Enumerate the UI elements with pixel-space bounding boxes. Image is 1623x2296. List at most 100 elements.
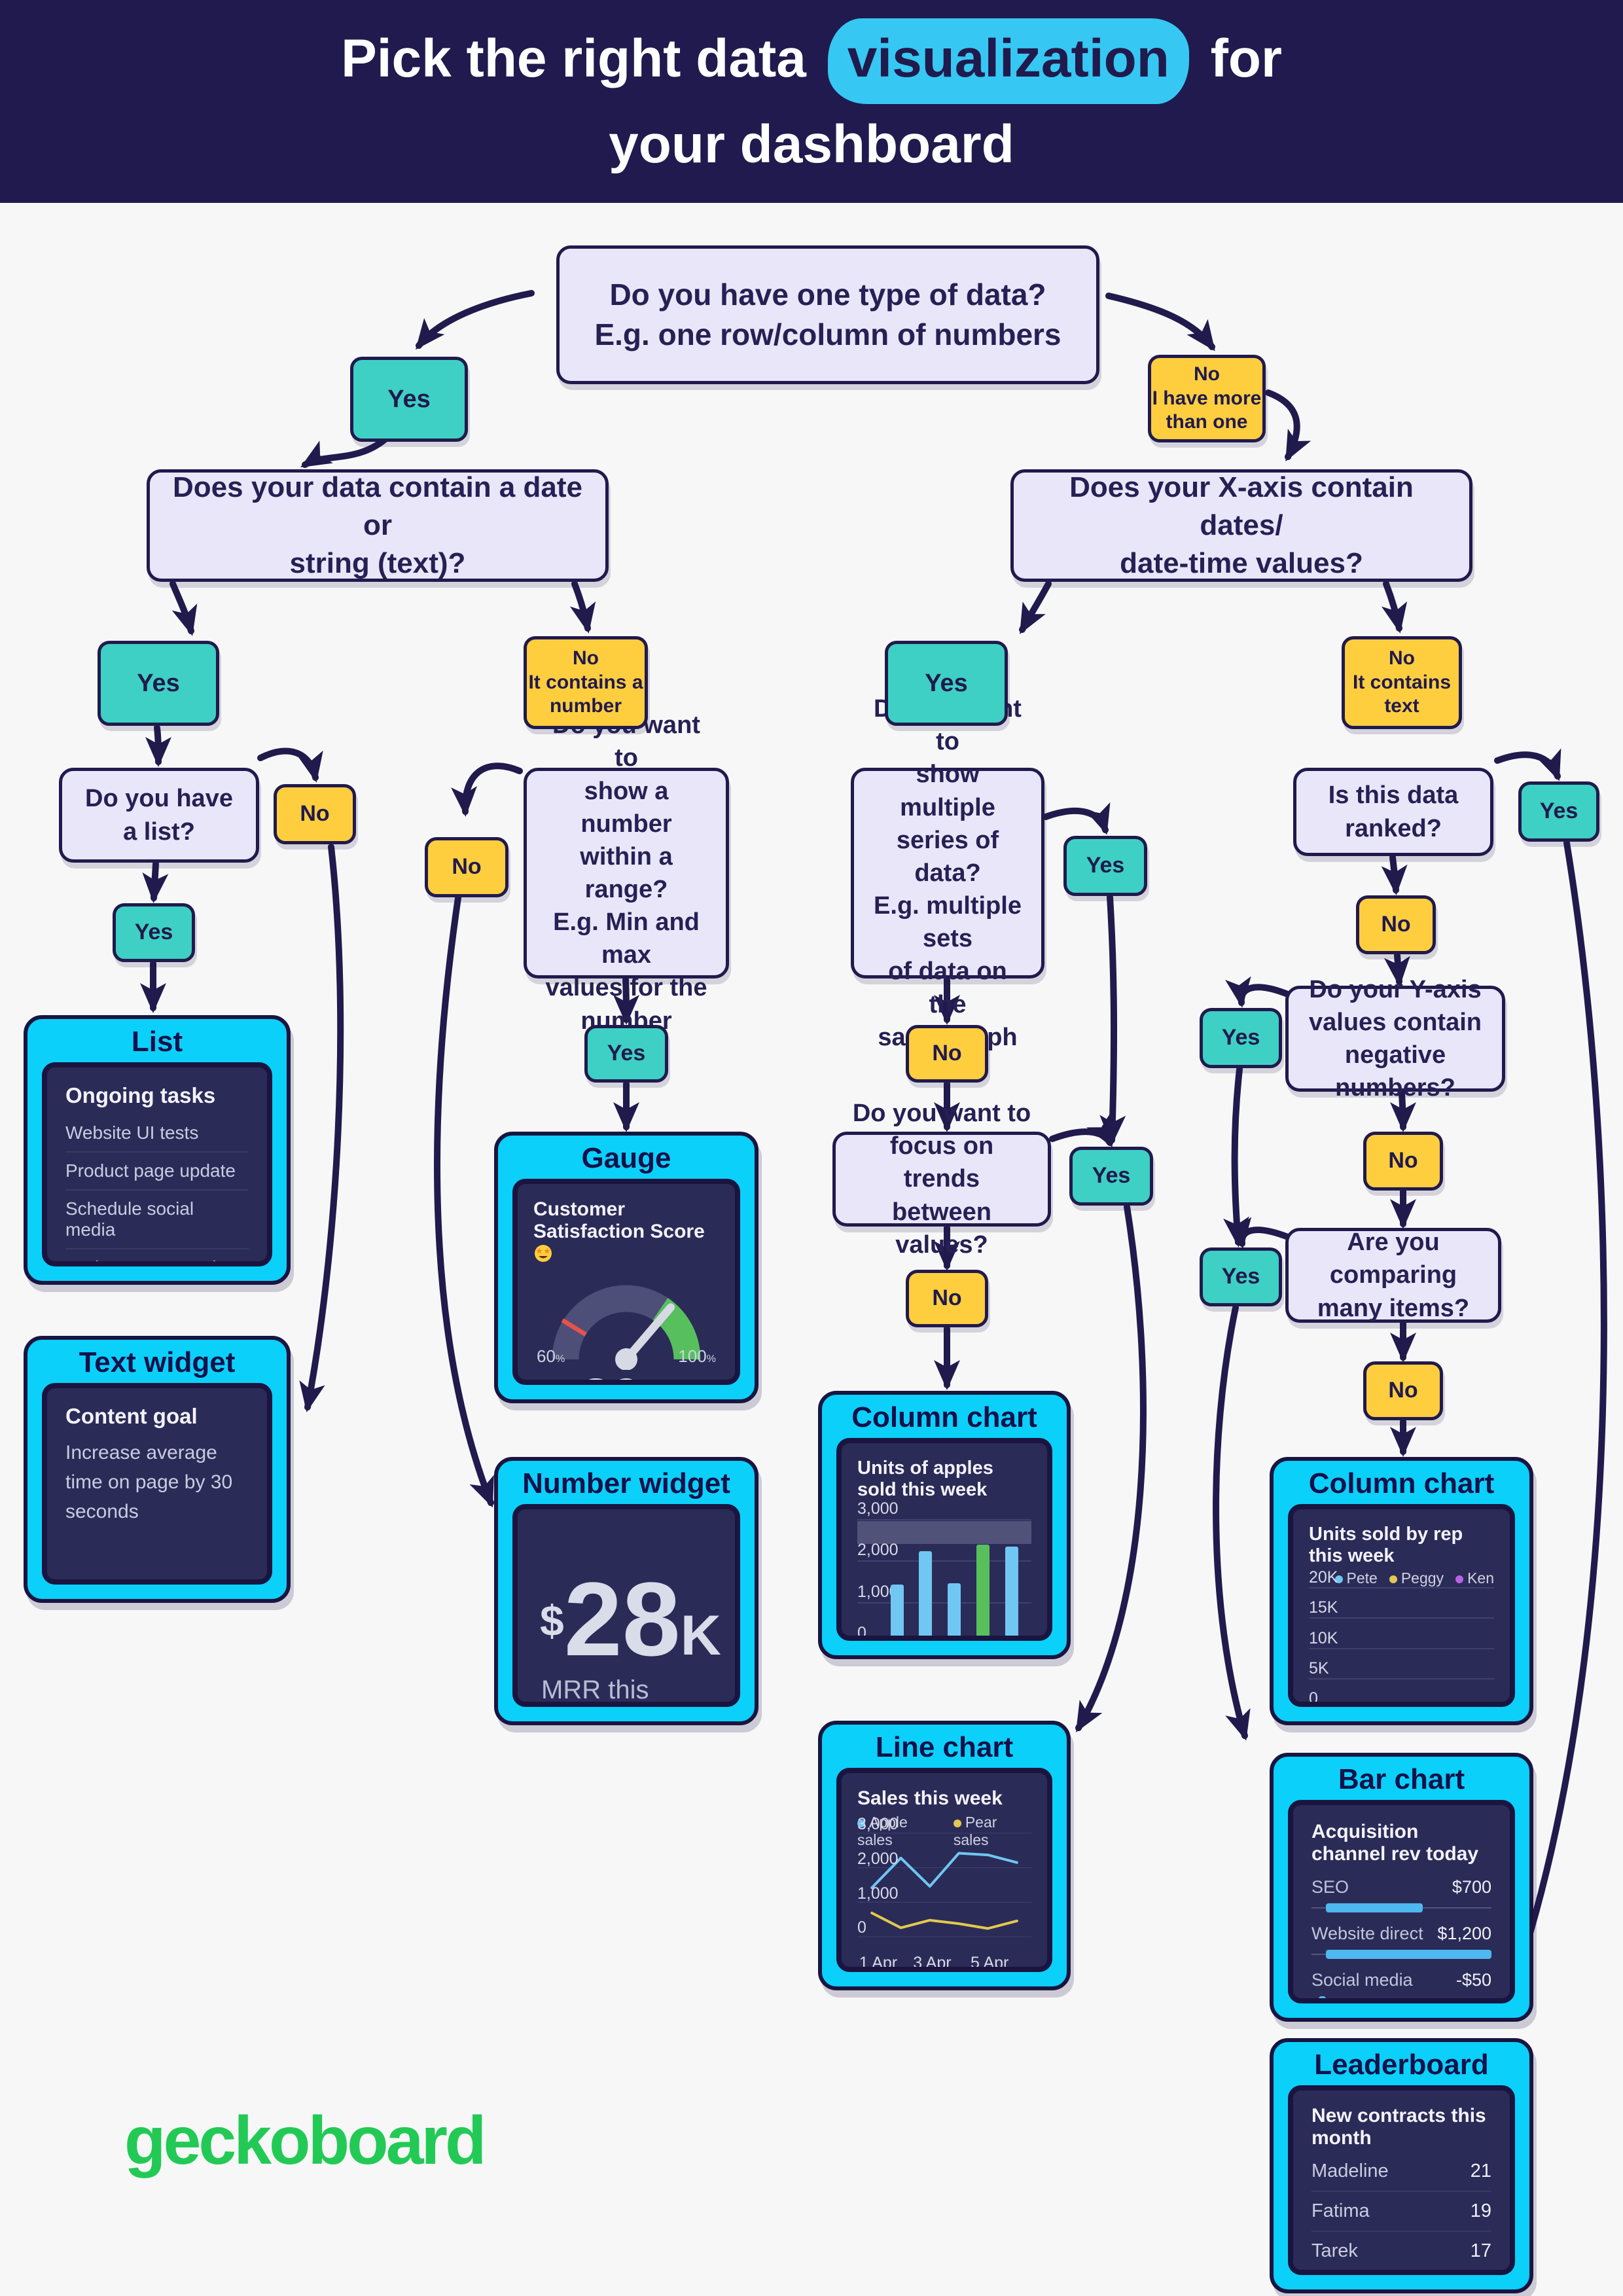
arrow-qdate-to-yes [169, 581, 198, 636]
y-tick-label: 3,000 [857, 1815, 899, 1833]
title-part-2: for [1210, 29, 1282, 88]
widget-column2-card: Units sold by rep this week Pete Peggy K… [1288, 1504, 1515, 1707]
leaderboard-value: 19 [1470, 2200, 1491, 2221]
arrow-qnegative-to-no [1389, 1090, 1416, 1132]
gauge-needle [622, 1303, 675, 1364]
leaderboard-name: Fatima [1311, 2200, 1370, 2221]
line-chart-svg [857, 1823, 1031, 1947]
column-bar [1005, 1547, 1019, 1636]
gauge-red-tick [561, 1318, 587, 1336]
y-tick-label: 20K [1309, 1568, 1338, 1587]
widget-list: List Ongoing tasks Website UI tests Prod… [24, 1015, 291, 1285]
arrow-yes-to-line-widget [1075, 1204, 1147, 1732]
legend-dot-peggy [1389, 1575, 1397, 1583]
bar-track [1311, 1996, 1491, 1998]
widget-line-chart: Line chart Sales this week Apple sales P… [818, 1721, 1071, 1990]
leaderboard-value: 17 [1470, 2240, 1491, 2261]
arrow-qtrends-to-yes [1049, 1115, 1113, 1147]
number-big-value: 28 [563, 1560, 681, 1677]
widget-text: Text widget Content goal Increase averag… [24, 1336, 291, 1603]
column-bar [976, 1545, 990, 1636]
question-compare-items: Are you comparing many items? [1285, 1228, 1501, 1323]
question-negative-values: Do your Y-axis values contain negative n… [1285, 976, 1505, 1102]
column-bar [948, 1583, 961, 1636]
widget-text-card: Content goal Increase average time on pa… [42, 1383, 272, 1585]
bar-row: SEO $700 [1311, 1877, 1491, 1913]
bar-track [1311, 1903, 1491, 1913]
bar-track [1311, 1949, 1491, 1960]
chip-yes-list: Yes [113, 903, 195, 962]
number-currency: $ [540, 1596, 564, 1645]
bar-card-title: Acquisition channel rev today [1311, 1821, 1479, 1865]
arrow-qranked-to-no [1381, 854, 1408, 895]
column1-bars [857, 1519, 1031, 1636]
legend-dot-pear [953, 1820, 961, 1827]
bar-row-value: $700 [1452, 1877, 1491, 1897]
y-tick-label: 2,000 [857, 1850, 899, 1868]
leaderboard-name: Madeline [1311, 2161, 1389, 2181]
question-have-list: Do you have a list? [59, 768, 259, 863]
list-item: Product page update [65, 1153, 249, 1191]
x-tick-label: 5 Apr [970, 1954, 1009, 1972]
list-item: Update automated comms [65, 1249, 249, 1261]
arrow-no-to-number-widget [434, 895, 494, 1508]
widget-gauge: Gauge Customer Satisfaction Score ★ ★ 6 [494, 1132, 758, 1403]
gauge-dial [552, 1285, 701, 1370]
line-card-title: Sales this week [857, 1787, 1003, 1809]
arrow-qxaxis-to-yes [1019, 581, 1052, 635]
widget-number-card: $ 28 K MRR this month [512, 1504, 740, 1707]
widget-column1-title: Column chart [851, 1401, 1037, 1433]
gauge-max-label: 100% [678, 1346, 716, 1366]
y-tick-label: 15K [1309, 1598, 1338, 1617]
question-trends: Do you want to focus on trends between v… [832, 1100, 1051, 1259]
arrow-no-to-q-xaxis [1265, 389, 1311, 462]
chip-yes-ranked: Yes [1518, 781, 1599, 842]
y-tick-label: 0 [1309, 1689, 1318, 1707]
question-root: Do you have one type of data? E.g. one r… [556, 245, 1099, 384]
widget-line-title: Line chart [875, 1731, 1014, 1763]
bar-row-label: Website direct [1311, 1924, 1423, 1943]
widget-column1-card: Units of apples sold this week 3,000 2,0… [836, 1438, 1052, 1641]
line-series-pear [872, 1913, 1017, 1929]
chip-yes-trends: Yes [1069, 1147, 1153, 1206]
text-card-body: Increase average time on page by 30 seco… [65, 1442, 233, 1522]
leaderboard-row: Anil13 [1311, 2272, 1491, 2275]
widget-column-chart-2: Column chart Units sold by rep this week… [1270, 1457, 1533, 1725]
title-part-1: Pick the right data [341, 29, 806, 88]
arrow-yes-to-bar-widget [1213, 1304, 1251, 1741]
y-tick-label: 0 [857, 1624, 866, 1641]
legend-dot-pete [1334, 1575, 1343, 1583]
chip-yes-range: Yes [584, 1025, 668, 1083]
chip-yes-compare: Yes [1200, 1247, 1282, 1306]
list-card-title: Ongoing tasks [65, 1083, 216, 1107]
bar-row: Website direct $1,200 [1311, 1924, 1491, 1960]
bar-row-value: $1,200 [1437, 1924, 1491, 1943]
arrow-qrange-to-no [451, 762, 523, 817]
arrow-qxaxis-to-no [1381, 581, 1408, 634]
chip-no-trends: No [906, 1270, 988, 1327]
arrow-qdate-to-no [569, 581, 596, 634]
question-multiple-series: Do you want to show multiple series of d… [851, 695, 1044, 1051]
column1-goal-band [857, 1521, 1031, 1544]
y-tick-label: 2,000 [857, 1541, 899, 1559]
widget-column-chart-1: Column chart Units of apples sold this w… [818, 1391, 1071, 1659]
widget-list-card: Ongoing tasks Website UI tests Product p… [42, 1062, 272, 1266]
y-tick-label: 10K [1309, 1629, 1338, 1647]
y-tick-label: 1,000 [857, 1884, 899, 1903]
arrow-no-to-qnegative [1383, 952, 1410, 987]
list-item: Website UI tests [65, 1115, 249, 1153]
list-item: Schedule social media [65, 1191, 249, 1249]
bar-row: Social media-$50 [1311, 1970, 1491, 1998]
bar-row-label: SEO [1311, 1877, 1349, 1897]
column2-bars [1309, 1587, 1494, 1702]
chip-yes-xaxis-dates: Yes [885, 641, 1008, 726]
chip-no-ranked: No [1356, 895, 1436, 954]
bar-fill [1319, 1996, 1326, 1998]
legend-dot-apple [857, 1820, 865, 1827]
arrow-no-to-text-widget [299, 844, 344, 1412]
line-legend: Apple sales Pear sales [857, 1814, 1031, 1849]
legend-item: Peggy [1389, 1570, 1444, 1587]
svg-text:★: ★ [544, 1247, 550, 1255]
arrow-qranked-to-yes [1494, 748, 1561, 781]
